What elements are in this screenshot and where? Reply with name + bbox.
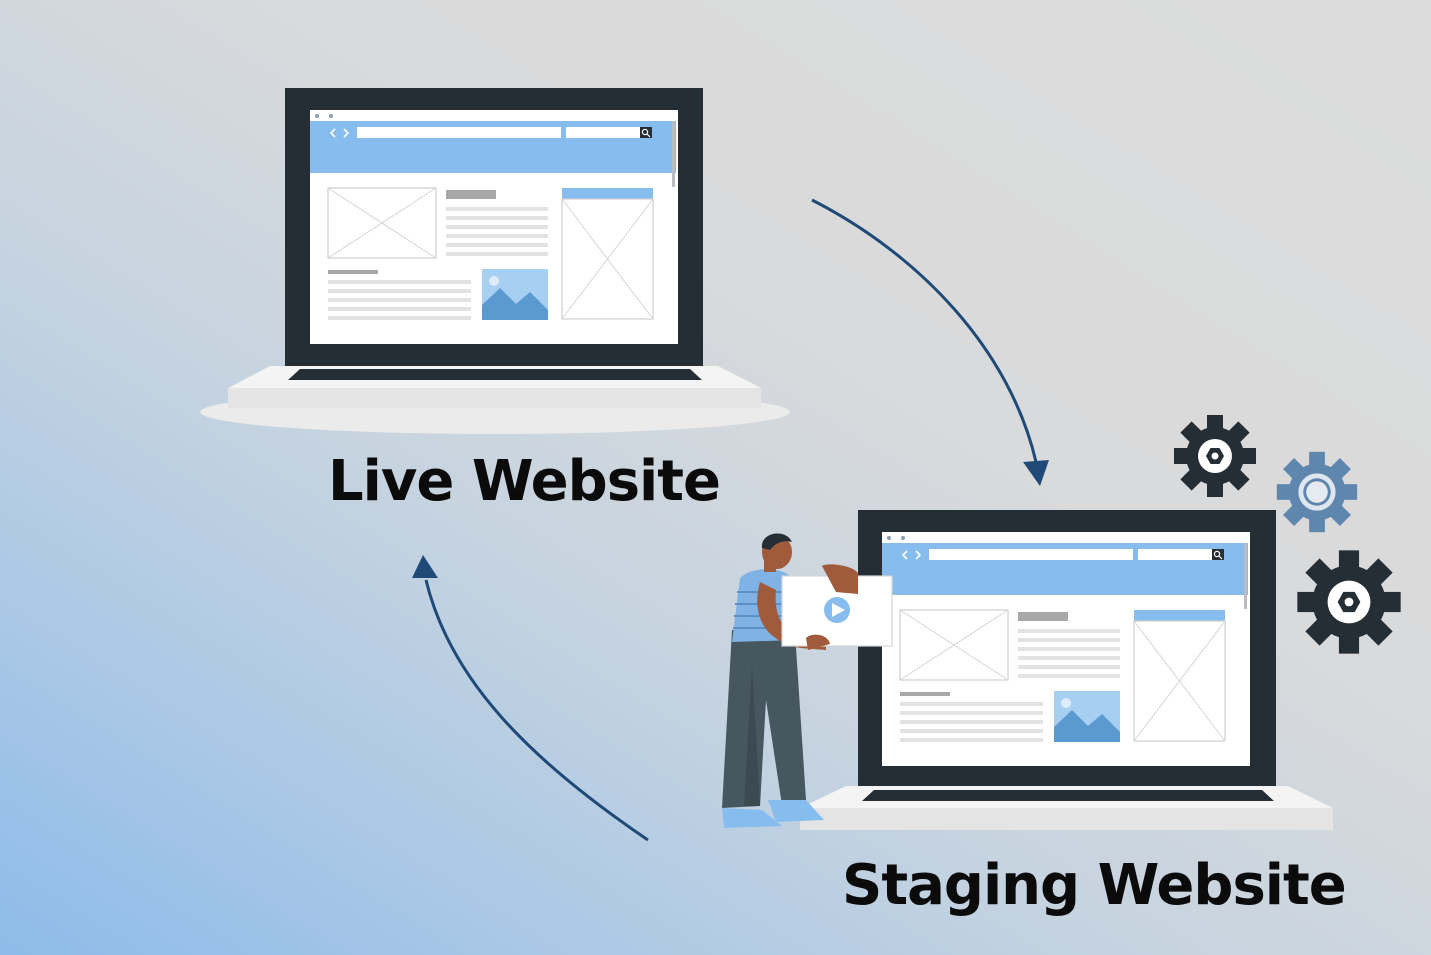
curved-arrow-up-icon xyxy=(412,555,649,842)
gear-icon xyxy=(1174,415,1256,497)
live-browser-window xyxy=(309,110,678,344)
live-laptop-keyboard xyxy=(288,369,702,380)
live-laptop-base xyxy=(228,388,761,408)
staging-laptop-base xyxy=(800,808,1333,830)
curved-arrow-down-icon xyxy=(811,198,1049,486)
gear-icon xyxy=(1297,550,1401,654)
person-illustration xyxy=(722,533,893,828)
gear-icon xyxy=(1276,451,1358,533)
staging-browser-window xyxy=(881,532,1250,766)
staging-laptop-keyboard xyxy=(862,790,1274,801)
live-website-laptop xyxy=(200,88,790,434)
staging-website-label: Staging Website xyxy=(842,853,1347,918)
live-website-label: Live Website xyxy=(328,449,721,514)
staging-website-laptop xyxy=(800,510,1333,830)
